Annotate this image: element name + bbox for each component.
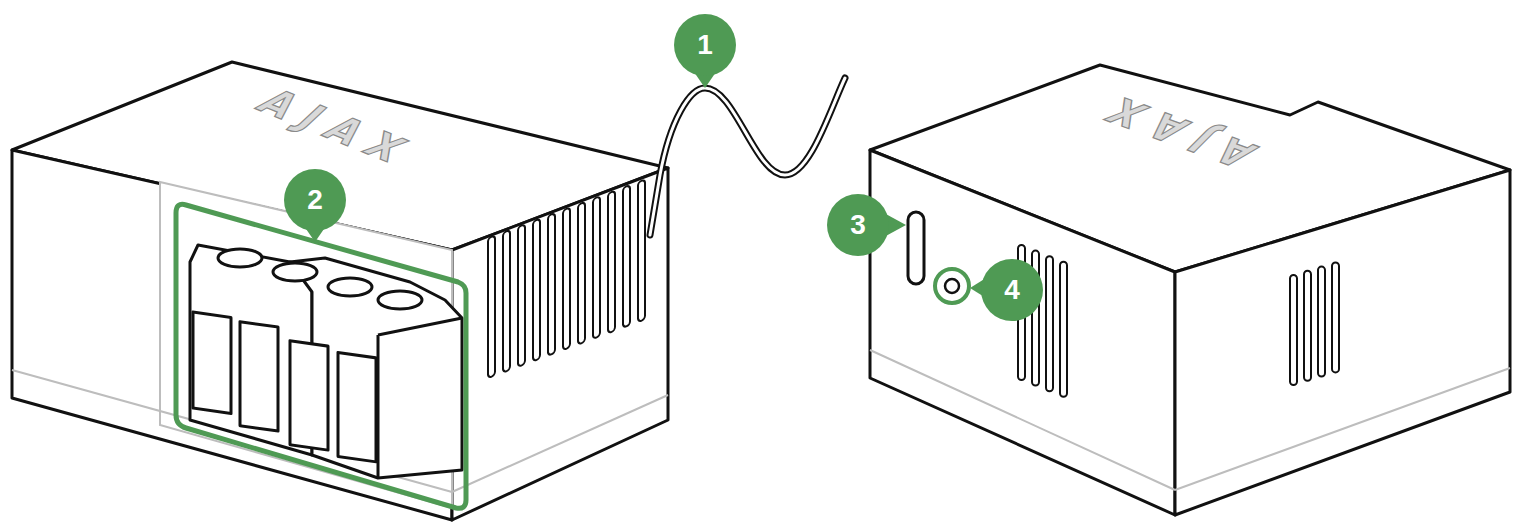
vent-slots (1018, 245, 1339, 397)
led-ring (935, 269, 969, 303)
vent-slot (563, 207, 570, 350)
vent-slot (533, 219, 540, 362)
vent-slot (638, 179, 645, 322)
function-button (908, 212, 924, 284)
vent-slot (518, 224, 525, 367)
hub-housing-front (870, 150, 1175, 515)
callout-number: 1 (697, 31, 713, 59)
vent-slot (1318, 267, 1325, 377)
callout-number: 4 (1004, 276, 1020, 304)
vent-slot (593, 196, 600, 339)
callout-circle (981, 259, 1043, 321)
vent-slot (1304, 271, 1311, 381)
vent-slot (608, 191, 615, 334)
hub-housing-side (1175, 170, 1510, 515)
housing-seam (1175, 368, 1510, 490)
housing-seam (452, 395, 668, 492)
vent-slot (623, 185, 630, 328)
highlight-frame (176, 204, 466, 508)
callout-number: 3 (850, 211, 866, 239)
vent-slots (488, 179, 645, 378)
vent-slot (548, 213, 555, 356)
vent-slot (578, 202, 585, 345)
vent-slot (1290, 275, 1297, 385)
vent-slot (488, 235, 495, 378)
vent-slot (503, 230, 510, 373)
antenna-wire (650, 78, 845, 235)
led-indicator (945, 279, 959, 293)
vent-slot (1046, 256, 1053, 391)
callout-circle (827, 194, 889, 256)
callout-number: 2 (307, 186, 323, 214)
callout-circle (674, 14, 736, 76)
callout-circle (284, 169, 346, 231)
vent-slot (1332, 262, 1339, 372)
relay-housing-side (452, 168, 668, 520)
vent-slot (1060, 262, 1067, 397)
